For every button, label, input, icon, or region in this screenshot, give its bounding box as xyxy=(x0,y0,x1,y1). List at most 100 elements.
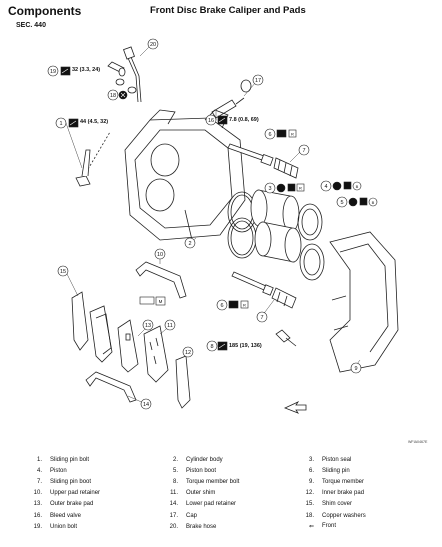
callout-3: 3 xyxy=(264,182,276,194)
callout-8: 8 xyxy=(206,340,218,352)
legend-entry: 2.Cylinder body xyxy=(164,457,300,463)
callout-7a: 7 xyxy=(298,144,310,156)
legend-part-name: Sliding pin xyxy=(322,467,350,474)
legend-part-name: Sliding pin boot xyxy=(50,478,92,485)
upper-pad-retainer xyxy=(135,261,187,299)
callout-2: 2 xyxy=(184,237,196,249)
legend-entry: 16.Bleed valve xyxy=(28,513,164,519)
legend-entry: 6.Sliding pin xyxy=(300,468,428,474)
copper-washers xyxy=(115,78,137,94)
sliding-pin-bolt xyxy=(75,131,111,187)
outer-brake-pad xyxy=(89,305,113,363)
legend-part-name: Lower pad retainer xyxy=(186,501,237,508)
legend-entry: 17.Cap xyxy=(164,513,300,519)
svg-text:6: 6 xyxy=(220,303,223,309)
torque-label-19: 32 (3.3, 24) xyxy=(72,67,101,73)
svg-text:12: 12 xyxy=(185,350,191,356)
svg-text:2: 2 xyxy=(188,241,191,247)
section-label: SEC. 440 xyxy=(16,22,46,29)
never-reuse-icon xyxy=(118,90,128,100)
legend-part-name: Brake hose xyxy=(186,523,217,530)
legend-number: 7. xyxy=(36,478,42,485)
svg-text:4: 4 xyxy=(324,184,327,190)
legend-entry: ⇐Front xyxy=(300,523,428,530)
svg-text:17: 17 xyxy=(255,78,261,84)
svg-text:3: 3 xyxy=(268,186,271,192)
legend-part-name: Piston xyxy=(50,467,67,474)
svg-text:5: 5 xyxy=(340,200,343,206)
legend-entry: 10.Upper pad retainer xyxy=(28,490,164,496)
legend-number: 15. xyxy=(305,501,314,508)
legend-number: 18. xyxy=(305,512,314,519)
legend-part-name: Front xyxy=(322,523,337,530)
callout-19: 19 xyxy=(47,65,59,77)
legend-entry: 5.Piston boot xyxy=(164,468,300,474)
legend-entry: 3. Piston seal xyxy=(300,457,428,463)
legend-entry: 15.Shim cover xyxy=(300,501,428,507)
cylinder-body xyxy=(124,109,246,241)
figure-code: WFIA0467E xyxy=(408,440,428,444)
header-title: Front Disc Brake Caliper and Pads xyxy=(150,5,306,16)
callout-18: 18 xyxy=(107,89,119,101)
sliding-pin-boot-lower xyxy=(271,287,297,309)
legend-number: 1. xyxy=(36,456,42,463)
never-reuse-icon: B xyxy=(348,197,378,207)
legend-number: 17. xyxy=(169,512,178,519)
svg-text:R: R xyxy=(299,186,302,191)
legend-number: 2. xyxy=(172,456,178,463)
legend-number: 12. xyxy=(305,490,314,497)
legend-row: 1. Sliding pin bolt 2.Cylinder body 3. Pisto… xyxy=(28,454,428,465)
legend-entry: 9.Torque member xyxy=(300,479,428,485)
brake-hose xyxy=(123,46,142,103)
callout-10: 10 xyxy=(154,248,166,260)
legend-number: 10. xyxy=(33,490,42,497)
svg-text:15: 15 xyxy=(60,269,66,275)
svg-text:18: 18 xyxy=(110,93,116,99)
torque-label-9: 185 (19, 136) xyxy=(229,343,262,349)
legend-part-name: Piston seal xyxy=(322,456,352,463)
legend-entry: 1. Sliding pin bolt xyxy=(28,457,164,463)
legend-number: 4. xyxy=(36,467,42,474)
torque-label-16: 7.8 (0.8, 69) xyxy=(229,117,259,123)
legend-number: 9. xyxy=(308,478,314,485)
svg-text:M: M xyxy=(159,299,163,304)
callout-16: 16 xyxy=(205,114,217,126)
legend-entry: 7. Sliding pin boot xyxy=(28,479,164,485)
legend-entry: 12.Inner brake pad xyxy=(300,490,428,496)
legend-number: 5. xyxy=(172,467,178,474)
svg-text:R: R xyxy=(243,303,246,308)
sliding-pin-lower xyxy=(231,271,274,296)
cap xyxy=(240,79,252,93)
legend-entry: 18. Copper washers xyxy=(300,513,428,519)
torque-member-bolt xyxy=(275,329,297,347)
svg-text:10: 10 xyxy=(157,252,163,258)
callout-12: 12 xyxy=(182,346,194,358)
legend-part-name: Sliding pin bolt xyxy=(50,456,90,463)
svg-text:20: 20 xyxy=(150,42,156,48)
legend-number: 14. xyxy=(169,501,178,508)
inner-brake-pad xyxy=(117,319,139,373)
legend-part-name: Outer brake pad xyxy=(50,501,94,508)
legend-number: 3. xyxy=(308,456,314,463)
union-bolt xyxy=(107,61,126,77)
torque-wrench-icon xyxy=(217,341,228,351)
sliding-pin-boot-upper xyxy=(273,157,299,179)
lower-pad-retainer xyxy=(85,371,137,403)
legend-part-name: Copper washers xyxy=(322,512,366,519)
legend-entry: 20.Brake hose xyxy=(164,524,300,530)
callout-20: 20 xyxy=(147,38,159,50)
rubber-grease-icon: M xyxy=(139,296,166,306)
legend-number: 19. xyxy=(33,523,42,530)
legend-row: 19. Union bolt 20.Brake hose⇐Front xyxy=(28,521,428,532)
legend-part-name: Union bolt xyxy=(50,523,78,530)
svg-text:B: B xyxy=(356,184,359,189)
torque-wrench-icon xyxy=(60,66,71,76)
svg-text:9: 9 xyxy=(354,366,357,372)
callout-6b: 6 xyxy=(216,299,228,311)
legend-number: 13. xyxy=(33,501,42,508)
callout-6a: 6 xyxy=(264,128,276,140)
parts-legend: 1. Sliding pin bolt 2.Cylinder body 3. Pisto… xyxy=(28,454,428,532)
callout-14: 14 xyxy=(140,398,152,410)
